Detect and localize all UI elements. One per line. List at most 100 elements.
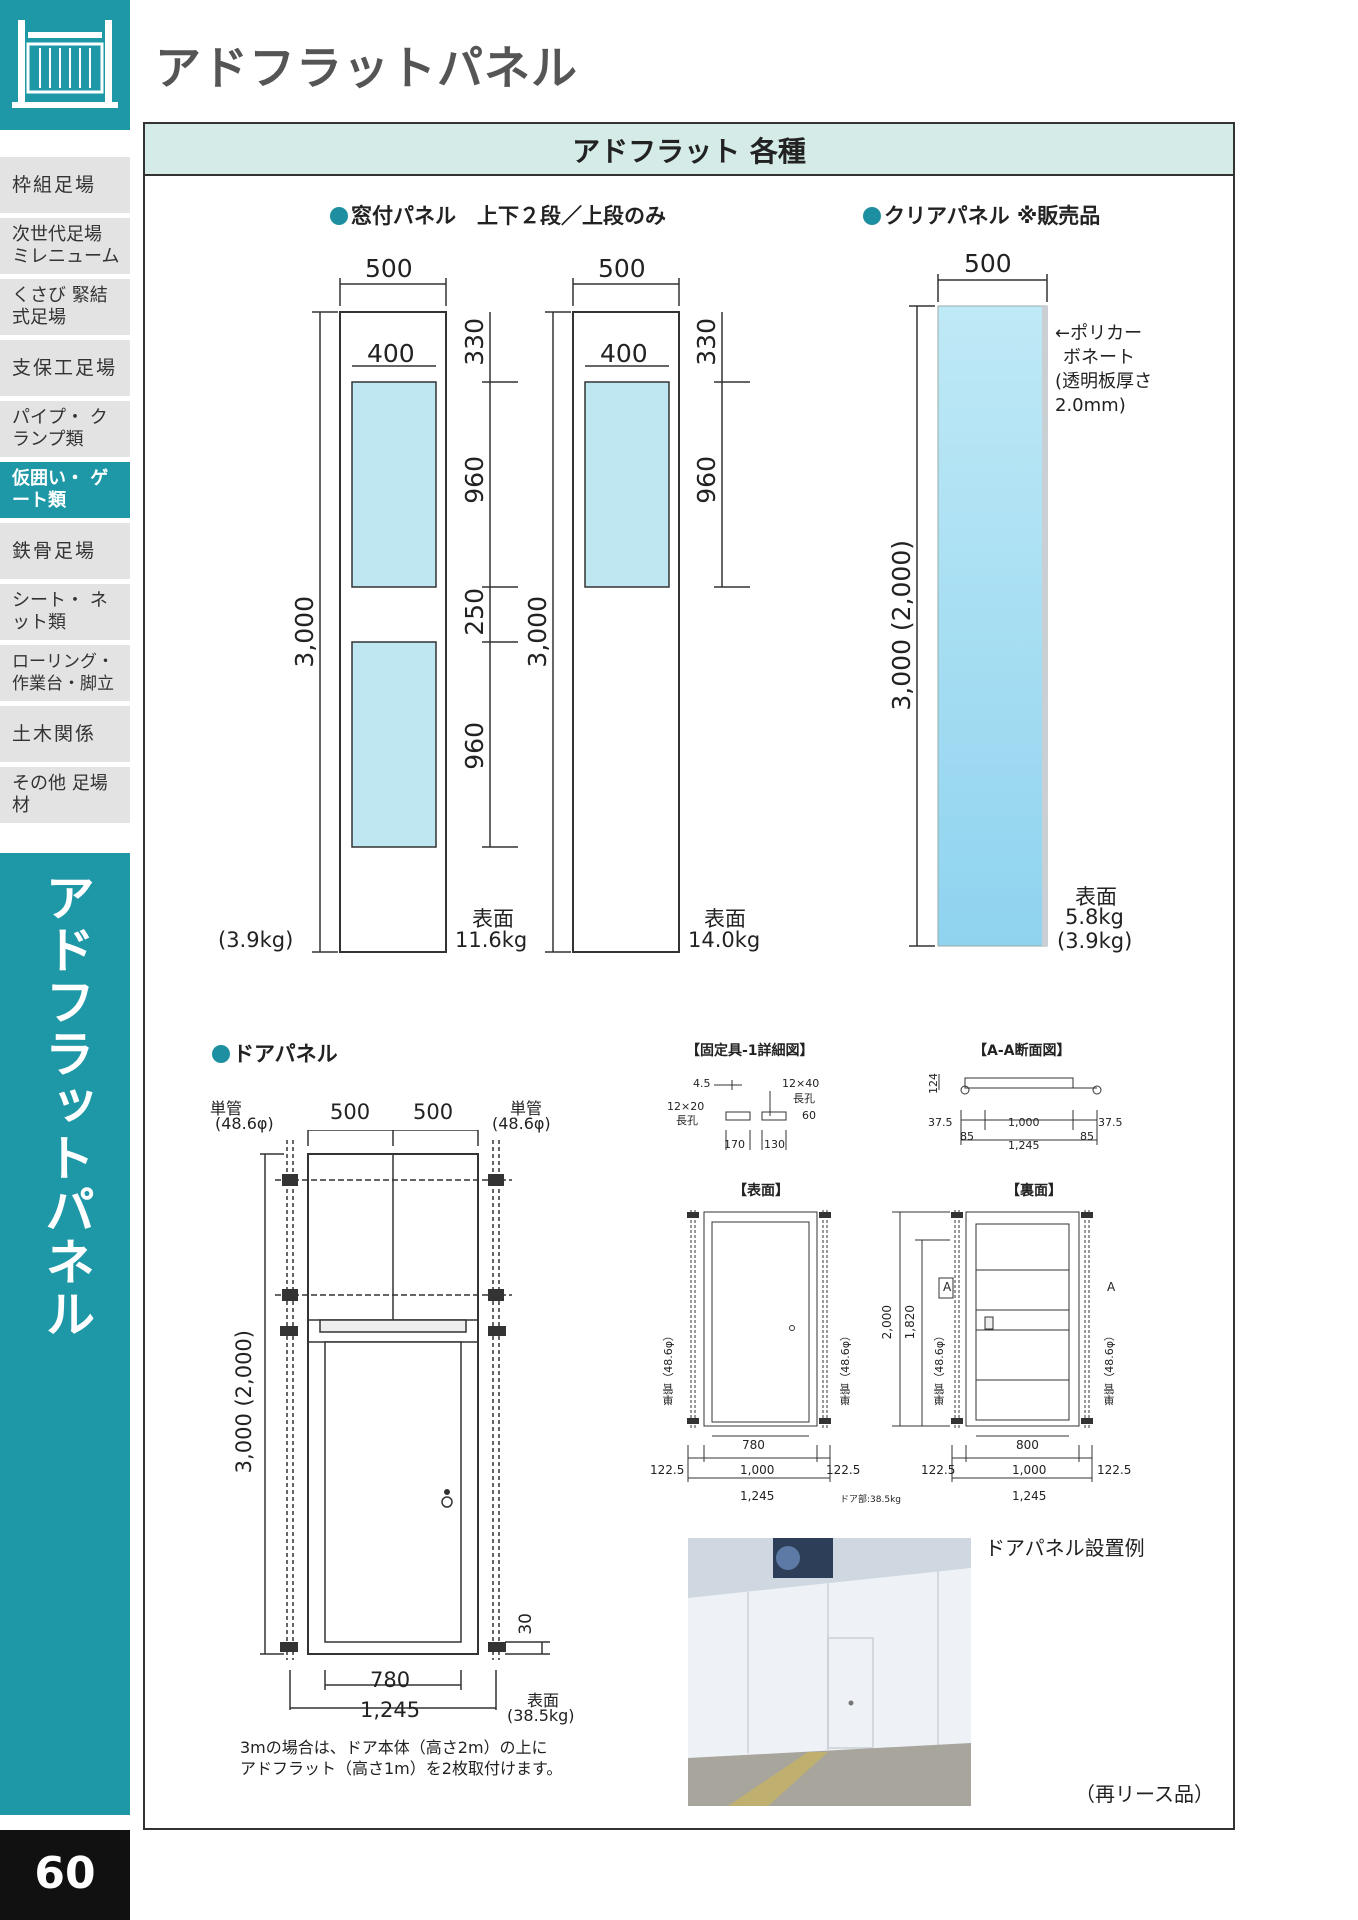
page-title: アドフラットパネル [155, 41, 578, 95]
back-height-1: 2,000 [880, 1305, 894, 1340]
section-mark-left: A [943, 1280, 952, 1294]
door-knob-icon [441, 1496, 453, 1508]
page-number-box [0, 1830, 130, 1920]
fence-logo-icon [12, 20, 118, 108]
section-detail-title: 【A-A断面図】 [973, 1043, 1071, 1059]
section-mark-right: A [1107, 1280, 1116, 1294]
clear-panel-height: 3,000 (2,000) [887, 540, 916, 711]
frame-title: アドフラット 各種 [572, 135, 806, 168]
section-label-7: 1,245 [1008, 1139, 1040, 1152]
window-panel-heading: 窓付パネル 上下２段／上段のみ [330, 200, 666, 230]
section-label-3: 1,000 [1008, 1116, 1040, 1129]
sidebar-item-rolling-platform[interactable]: ローリング・ 作業台・脚立 [0, 645, 130, 701]
bullet-dot-icon [212, 1045, 230, 1063]
back-height-2: 1,820 [903, 1305, 917, 1340]
back-dim-5: 1,245 [1012, 1489, 1047, 1503]
section-label-6: 85 [1080, 1130, 1094, 1143]
front-dim-4: 122.5 [826, 1463, 861, 1477]
door-bottom-gap: 30 [516, 1613, 536, 1635]
sidebar-item-steel-scaffold[interactable]: 鉄骨足場 [0, 523, 130, 579]
front-dim-5: 1,245 [740, 1489, 775, 1503]
front-pipe-left: 単管（48.6φ） [662, 1330, 675, 1406]
fixture-label-8: 130 [764, 1138, 785, 1151]
window-panel-2tier-weight-note: (3.9kg) [218, 928, 294, 952]
bullet-dot-icon [863, 207, 881, 225]
fixture-label-2: 12×40 [782, 1077, 820, 1090]
fixture-detail-title: 【固定具-1詳細図】 [686, 1043, 814, 1059]
window-panel-2tier-dim-2: 960 [460, 456, 489, 504]
window-panel-2tier-weight: 11.6kg [455, 928, 528, 952]
section-label-2: 37.5 [928, 1116, 953, 1129]
back-dim-4: 122.5 [1097, 1463, 1132, 1477]
fixture-label-5: 長孔 [676, 1114, 698, 1127]
fixture-label-3: 長孔 [793, 1092, 815, 1105]
section-side-label: アドフラットパネル [37, 872, 95, 1340]
window-panel-upper-dim-2: 960 [692, 456, 721, 504]
front-view-title: 【表面】 [733, 1183, 789, 1199]
door-pipe-left-size: (48.6φ) [215, 1114, 274, 1133]
clear-panel-width: 500 [964, 249, 1012, 278]
fixture-label-7: 170 [724, 1138, 745, 1151]
door-top-width-2: 500 [413, 1100, 454, 1124]
sidebar-item-sheet-net[interactable]: シート・ ネット類 [0, 584, 130, 640]
window-panel-2tier-window-width: 400 [367, 339, 415, 368]
window-panel-upper-height: 3,000 [523, 596, 552, 668]
clear-panel-weight: 5.8kg [1065, 905, 1124, 929]
window-panel-2tier-dim-1: 330 [460, 318, 489, 366]
sidebar-item-frame-scaffold[interactable]: 枠組足場 [0, 157, 130, 213]
front-dim-3: 1,000 [740, 1463, 775, 1477]
sidebar-item-hoarding-gate[interactable]: 仮囲い・ ゲート類 [0, 462, 130, 518]
back-pipe-right: 単管（48.6φ） [1103, 1330, 1116, 1406]
fixture-label-4: 12×20 [667, 1100, 705, 1113]
back-dim-2: 122.5 [921, 1463, 956, 1477]
window-panel-2tier-dim-4: 960 [460, 722, 489, 770]
section-label-4: 37.5 [1098, 1116, 1123, 1129]
back-dim-1: 800 [1016, 1438, 1039, 1452]
window-panel-upper-surface-label: 表面 [704, 907, 746, 931]
fixture-detail-drawing [714, 1080, 787, 1150]
window-panel-2tier-surface-label: 表面 [472, 907, 514, 931]
sidebar-item-millennium[interactable]: 次世代足場 ミレニューム [0, 218, 130, 274]
back-dim-3: 1,000 [1012, 1463, 1047, 1477]
clear-panel-weight-alt: (3.9kg) [1057, 929, 1133, 953]
bullet-dot-icon [330, 207, 348, 225]
sidebar-item-pipe-clamp[interactable]: パイプ・ クランプ類 [0, 401, 130, 457]
detail-door-weight-note: ドア部:38.5kg [840, 1495, 901, 1505]
fixture-label-6: 60 [802, 1109, 816, 1122]
sidebar-item-other[interactable]: その他 足場材 [0, 767, 130, 823]
fixture-label-1: 4.5 [693, 1077, 711, 1090]
door-pipe-right-label: 単管 [510, 1099, 543, 1118]
back-pipe-left: 単管（48.6φ） [933, 1330, 946, 1406]
front-back-view-drawing [687, 1210, 1093, 1482]
window-panel-2tier-dim-3: 250 [460, 588, 489, 636]
door-weight: (38.5kg) [507, 1706, 575, 1725]
window-panel-upper-dim-1: 330 [692, 318, 721, 366]
logo-block [0, 0, 130, 130]
clear-panel-surface-label: 表面 [1075, 885, 1117, 909]
photo-caption: ドアパネル設置例 [985, 1536, 1145, 1560]
door-panel-drawing [260, 1130, 550, 1710]
door-panel-installation-photo [688, 1538, 971, 1806]
door-total-width: 1,245 [360, 1698, 421, 1722]
window-panel-upper-weight: 14.0kg [688, 928, 761, 952]
sidebar-item-civil[interactable]: 土木関係 [0, 706, 130, 762]
frame-header [145, 124, 1233, 176]
page-number: 60 [34, 1848, 96, 1899]
clear-panel-material-note: ←ポリカー ボネート (透明板厚さ 2.0mm) [1055, 323, 1153, 416]
door-note: 3mの場合は、ドア本体（高さ2m）の上に アドフラット（高さ1m）を2枚取付けま… [240, 1738, 563, 1778]
section-label-1: 124 [927, 1073, 940, 1094]
section-label-5: 85 [960, 1130, 974, 1143]
door-width: 780 [370, 1668, 411, 1692]
section-side-band [0, 853, 130, 1815]
installation-photo-illustration [688, 1538, 971, 1806]
photo-note: （再リース品） [1075, 1782, 1214, 1806]
sidebar-item-shoring[interactable]: 支保工足場 [0, 340, 130, 396]
door-surface-label: 表面 [527, 1691, 560, 1710]
section-detail-drawing [938, 1074, 1102, 1145]
sidebar-item-wedge-scaffold[interactable]: くさび 緊結式足場 [0, 279, 130, 335]
window-panel-2tier-height: 3,000 [290, 596, 319, 668]
window-panel-2tier-width: 500 [365, 254, 413, 283]
window-panel-drawings [312, 278, 750, 953]
door-pipe-right-size: (48.6φ) [492, 1114, 551, 1133]
clear-panel-heading: クリアパネル ※販売品 [863, 200, 1100, 230]
